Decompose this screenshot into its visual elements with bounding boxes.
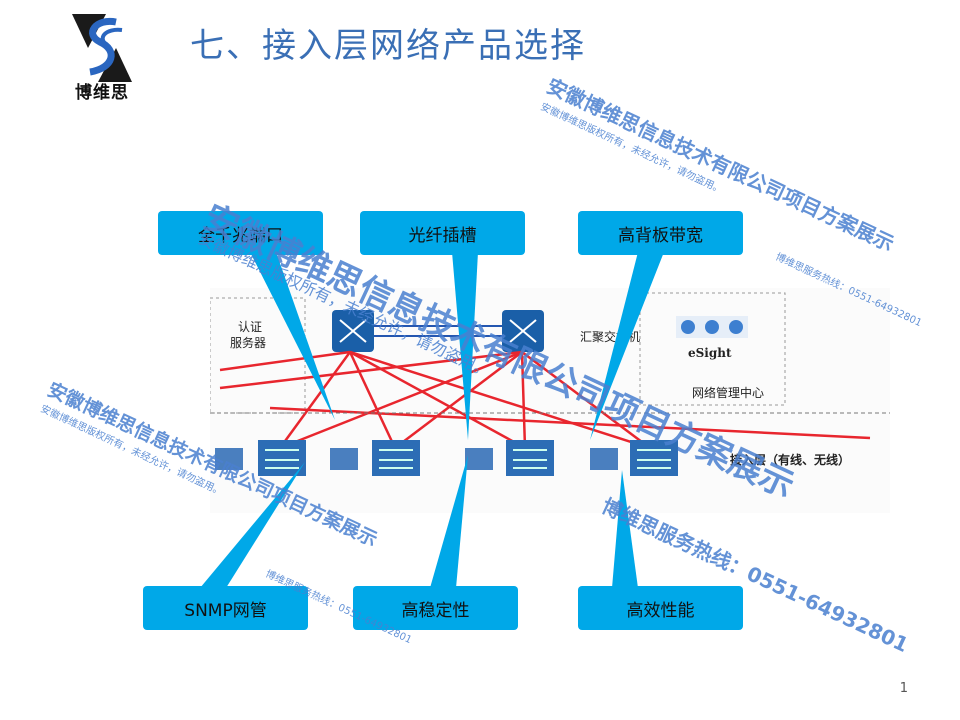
esight-label: eSight <box>688 346 732 360</box>
logo-text: 博维思 <box>75 83 129 103</box>
network-diagram: 认证 服务器 汇聚交换机 eSight 网络管理中心 接入层（有线、无线） <box>209 288 890 513</box>
access-point-2 <box>330 448 358 470</box>
access-layer-label: 接入层（有线、无线） <box>730 453 851 467</box>
callout-backplane-bandwidth: 高背板带宽 <box>578 211 743 255</box>
uplink-lines <box>219 350 871 450</box>
access-switch-4 <box>630 440 678 476</box>
callout-gigabit-ports: 全千兆端口 <box>158 211 323 255</box>
auth-server-label-2: 服务器 <box>230 336 267 350</box>
callout-snmp: SNMP网管 <box>143 586 308 630</box>
page-number: 1 <box>899 681 908 696</box>
access-switch-2 <box>372 440 420 476</box>
company-logo-icon <box>72 14 132 82</box>
slide-title: 七、接入层网络产品选择 <box>190 26 586 66</box>
aggregation-switch-1 <box>332 310 374 352</box>
access-point-1 <box>215 448 243 470</box>
access-switch-1 <box>258 440 306 476</box>
callout-fiber-slot: 光纤插槽 <box>360 211 525 255</box>
network-diagram-svg <box>209 292 890 476</box>
nms-box <box>639 292 786 406</box>
callout-performance: 高效性能 <box>578 586 743 630</box>
aggregation-switch-2 <box>502 310 544 352</box>
nms-label: 网络管理中心 <box>692 386 765 400</box>
access-point-3 <box>465 448 493 470</box>
access-switch-3 <box>506 440 554 476</box>
auth-server-label-1: 认证 <box>238 320 263 334</box>
access-point-4 <box>590 448 618 470</box>
callout-stability: 高稳定性 <box>353 586 518 630</box>
